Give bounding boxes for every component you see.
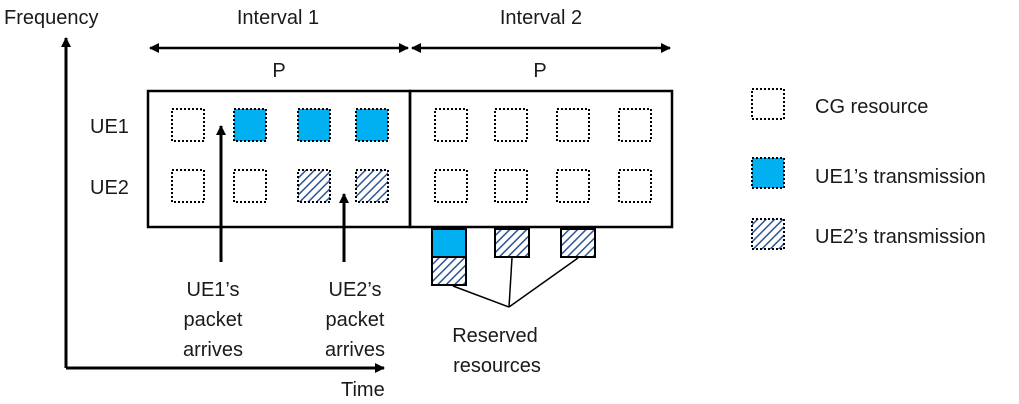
interval1-ue1-cell-1-cg (171, 108, 205, 142)
ue2-arrival-line-1: UE2’s (329, 279, 382, 301)
interval2-ue1-cell-3-cg (556, 108, 590, 142)
interval2-ue1-cell-1-cg (434, 108, 468, 142)
row-label-ue2: UE2 (90, 177, 129, 199)
interval1-ue1-cell-2-ue1 (233, 108, 267, 142)
ue2-arrival-line-2: packet (326, 309, 385, 331)
interval2-ue2-cell-2-cg (494, 169, 528, 203)
interval1-ue2-cell-4-ue2 (355, 169, 389, 203)
interval2-ue2-cell-4-cg (618, 169, 652, 203)
legend: CG resource UE1’s transmission UE2’s tra… (751, 88, 986, 250)
interval1-ue2-cell-1-cg (171, 169, 205, 203)
reserved-resource-3-ue2 (560, 228, 596, 258)
reserved-pointer-1 (452, 285, 510, 308)
reserved-callout: Reserved resources (452, 257, 579, 377)
reserved-resource-2-ue2 (494, 228, 530, 258)
ue1-arrival-annotation: UE1’s packet arrives (183, 279, 243, 361)
ue2-arrival-annotation: UE2’s packet arrives (325, 279, 385, 361)
ue1-arrival-line-1: UE1’s (187, 279, 240, 301)
resource-frame (146, 89, 674, 229)
interval1-ue2-cell-2-cg (233, 169, 267, 203)
interval2-ue1-cell-2-cg (494, 108, 528, 142)
reserved-resources (431, 228, 596, 286)
ue1-arrival-line-2: packet (184, 309, 243, 331)
ue1-arrival-line-3: arrives (183, 339, 243, 361)
legend-ue2-swatch (751, 218, 785, 250)
legend-ue1-swatch (751, 157, 785, 189)
interval-headers: Interval 1 Interval 2 P P (149, 7, 671, 82)
legend-cg-swatch (751, 88, 785, 120)
interval-2-label: Interval 2 (500, 7, 582, 29)
interval2-ue2-cell-1-cg (434, 169, 468, 203)
reserved-pointer-3 (508, 257, 579, 308)
reserved-resource-1-ue2 (431, 256, 467, 286)
interval1-ue1-cell-4-ue1 (355, 108, 389, 142)
interval1-ue2-cell-3-ue2 (297, 169, 331, 203)
interval1-ue1-cell-3-ue1 (297, 108, 331, 142)
reserved-resource-1-ue1 (431, 228, 467, 258)
row-label-ue1: UE1 (90, 116, 129, 138)
interval2-ue2-cell-3-cg (556, 169, 590, 203)
interval-1-label: Interval 1 (237, 7, 319, 29)
time-axis-label: Time (341, 379, 385, 401)
legend-ue1-label: UE1’s transmission (815, 166, 986, 188)
resource-cells (171, 108, 652, 203)
legend-ue2-label: UE2’s transmission (815, 226, 986, 248)
interval-2-period-label: P (533, 60, 546, 82)
ue2-arrival-line-3: arrives (325, 339, 385, 361)
axes: Frequency Time (4, 7, 385, 401)
interval-2-box (408, 89, 674, 229)
frequency-axis-label: Frequency (4, 7, 99, 29)
reserved-label-line-2: resources (453, 355, 541, 377)
reserved-label-line-1: Reserved (452, 325, 538, 347)
reserved-pointer-2 (508, 257, 513, 308)
interval-1-period-label: P (272, 60, 285, 82)
legend-cg-label: CG resource (815, 96, 928, 118)
interval2-ue1-cell-4-cg (618, 108, 652, 142)
